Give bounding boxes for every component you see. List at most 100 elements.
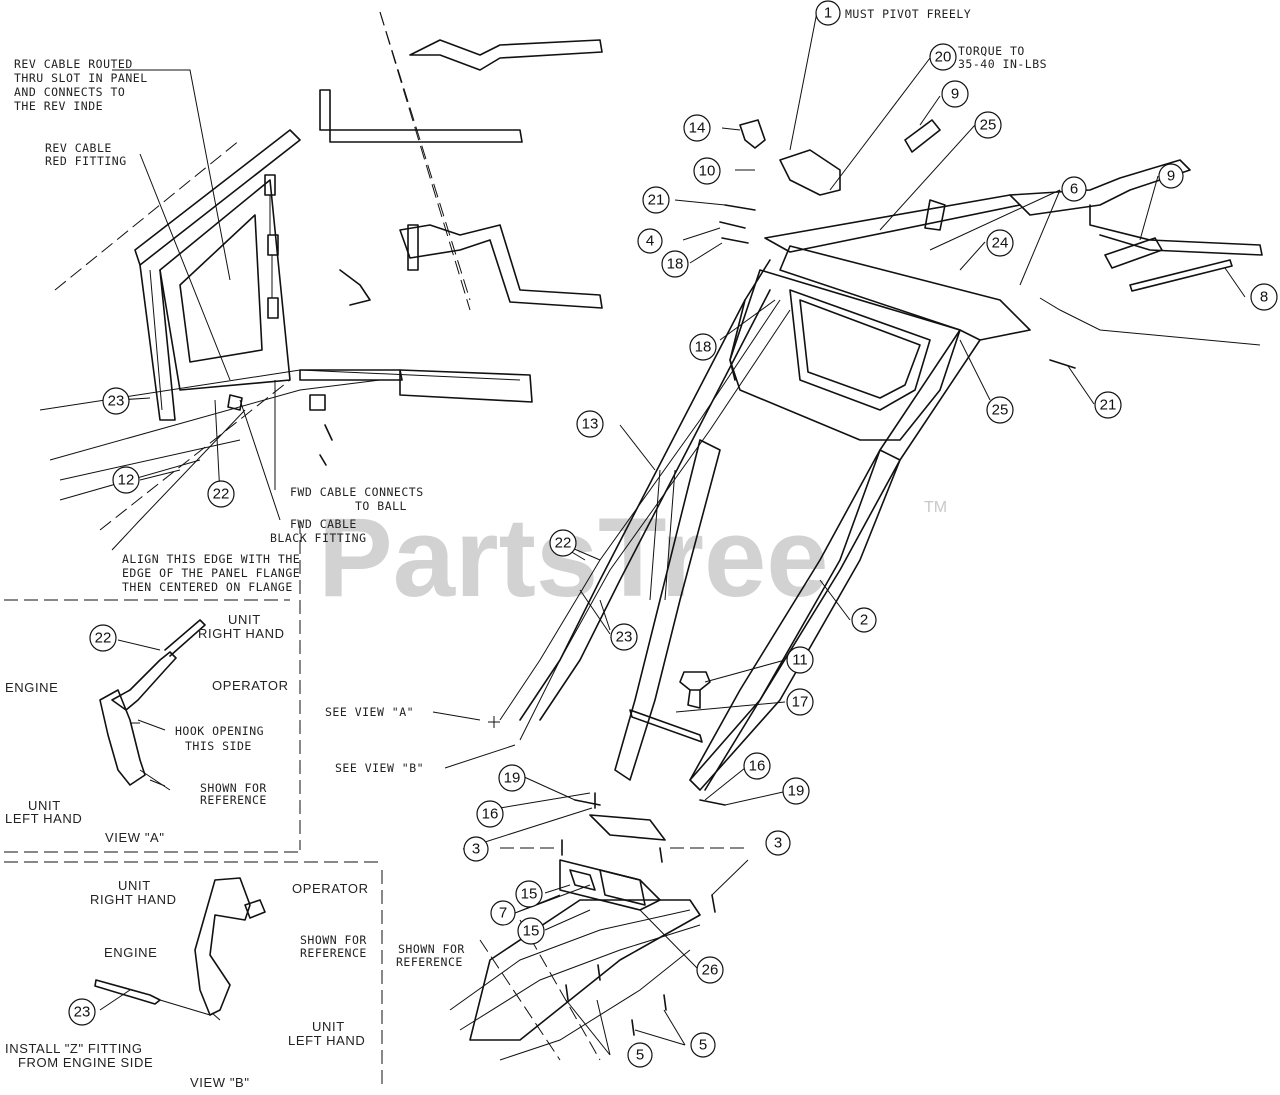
svg-text:26: 26	[702, 962, 719, 979]
callout-5b: 5	[690, 1032, 716, 1058]
svg-text:25: 25	[980, 117, 997, 134]
view-a-labels: UNIT RIGHT HAND ENGINE OPERATOR HOOK OPE…	[5, 612, 288, 845]
svg-text:15: 15	[523, 923, 540, 940]
view-a-shown-2: REFERENCE	[200, 793, 267, 807]
watermark-trademark: TM	[924, 499, 947, 516]
note-rev-fitting-2: RED FITTING	[45, 154, 127, 168]
view-b-operator: OPERATOR	[292, 881, 369, 896]
view-a-hook-1: HOOK OPENING	[175, 724, 264, 738]
svg-text:12: 12	[118, 472, 135, 489]
callout-11: 11	[786, 646, 814, 674]
view-a-hook-2: THIS SIDE	[185, 739, 252, 753]
svg-text:23: 23	[616, 629, 633, 646]
view-b-unit-left-2: LEFT HAND	[288, 1033, 365, 1048]
svg-text:17: 17	[792, 694, 809, 711]
callout-24: 24	[986, 229, 1014, 257]
note-torque-line2: 35-40 IN-LBS	[958, 57, 1047, 71]
callout-23c: 23	[102, 387, 130, 415]
callout-21b: 21	[1094, 391, 1122, 419]
svg-text:19: 19	[504, 770, 521, 787]
callout-14: 14	[683, 114, 711, 142]
note-fwd-fitting-1: FWD CABLE	[290, 517, 357, 531]
note-shown-ref-2: REFERENCE	[396, 955, 463, 969]
callout-18b: 18	[689, 333, 717, 361]
note-fwd-ball-2: TO BALL	[355, 499, 407, 513]
svg-text:9: 9	[1167, 168, 1175, 185]
svg-text:21: 21	[648, 192, 665, 209]
callout-22b: 22	[207, 480, 235, 508]
svg-text:10: 10	[699, 163, 716, 180]
view-b-title: VIEW "B"	[190, 1075, 250, 1090]
callout-9b: 9	[1158, 163, 1184, 189]
callout-20: 20	[929, 43, 957, 71]
callout-15: 15	[515, 880, 543, 908]
svg-text:21: 21	[1100, 397, 1117, 414]
note-rev-routed-4: THE REV INDE	[14, 99, 103, 113]
note-shown-ref-1: SHOWN FOR	[398, 942, 465, 956]
view-b-labels: UNIT RIGHT HAND OPERATOR ENGINE SHOWN FO…	[5, 878, 369, 1090]
svg-text:19: 19	[788, 783, 805, 800]
callout-3: 3	[463, 836, 489, 862]
callout-16: 16	[476, 800, 504, 828]
view-a-unit-left-1: UNIT	[28, 798, 61, 813]
svg-text:14: 14	[689, 120, 706, 137]
note-align-2: EDGE OF THE PANEL FLANGE	[122, 566, 300, 580]
callout-15b: 15	[517, 917, 545, 945]
svg-text:5: 5	[636, 1047, 644, 1064]
upper-left-detail	[39, 11, 603, 531]
svg-text:1: 1	[824, 5, 832, 22]
callout-6: 6	[1061, 176, 1087, 202]
view-a-unit-right-1: UNIT	[228, 612, 261, 627]
note-rev-routed-2: THRU SLOT IN PANEL	[14, 71, 148, 85]
view-b-engine: ENGINE	[104, 945, 157, 960]
view-b-unit-right-1: UNIT	[118, 878, 151, 893]
callout-26: 26	[696, 956, 724, 984]
note-must-pivot: MUST PIVOT FREELY	[845, 7, 971, 21]
note-torque-line1: TORQUE TO	[958, 44, 1025, 58]
callout-3b: 3	[765, 830, 791, 856]
svg-text:2: 2	[860, 612, 868, 629]
callout-4: 4	[637, 228, 663, 254]
callout-10: 10	[693, 157, 721, 185]
note-align-3: THEN CENTERED ON FLANGE	[122, 580, 293, 594]
callout-25b: 25	[986, 396, 1014, 424]
view-b-unit-right-2: RIGHT HAND	[90, 892, 177, 907]
note-rev-fitting-1: REV CABLE	[45, 141, 112, 155]
svg-text:22: 22	[213, 486, 230, 503]
svg-text:25: 25	[992, 402, 1009, 419]
view-a-title: VIEW "A"	[105, 830, 165, 845]
svg-text:4: 4	[646, 233, 654, 250]
view-b-shown-2: REFERENCE	[300, 946, 367, 960]
svg-text:3: 3	[472, 841, 480, 858]
svg-text:11: 11	[792, 652, 808, 669]
view-a-shown-1: SHOWN FOR	[200, 781, 267, 795]
svg-text:18: 18	[695, 339, 712, 356]
note-rev-routed-1: REV CABLE ROUTED	[14, 57, 133, 71]
view-a-detail	[99, 619, 206, 791]
callout-23b: 23	[68, 998, 96, 1026]
callout-1: 1	[815, 0, 841, 26]
svg-text:3: 3	[774, 835, 782, 852]
watermark: PartsTree	[318, 495, 829, 620]
view-b-unit-left-1: UNIT	[312, 1019, 345, 1034]
svg-text:22: 22	[95, 630, 112, 647]
svg-text:18: 18	[667, 256, 684, 273]
view-a-unit-right-2: RIGHT HAND	[198, 626, 285, 641]
svg-text:20: 20	[935, 49, 952, 66]
note-fwd-fitting-2: BLACK FITTING	[270, 531, 367, 545]
callout-2: 2	[851, 607, 877, 633]
callout-22c: 22	[89, 624, 117, 652]
view-frames	[4, 520, 383, 1090]
callout-23: 23	[610, 623, 638, 651]
view-b-install-1: INSTALL "Z" FITTING	[5, 1041, 143, 1056]
callout-12: 12	[112, 466, 140, 494]
note-see-view-a: SEE VIEW "A"	[325, 705, 414, 719]
callout-9: 9	[941, 80, 969, 108]
callout-19: 19	[498, 764, 526, 792]
view-b-shown-1: SHOWN FOR	[300, 933, 367, 947]
view-b-install-2: FROM ENGINE SIDE	[18, 1055, 153, 1070]
svg-text:13: 13	[582, 416, 599, 433]
callout-7: 7	[490, 900, 516, 926]
svg-text:8: 8	[1260, 289, 1268, 306]
